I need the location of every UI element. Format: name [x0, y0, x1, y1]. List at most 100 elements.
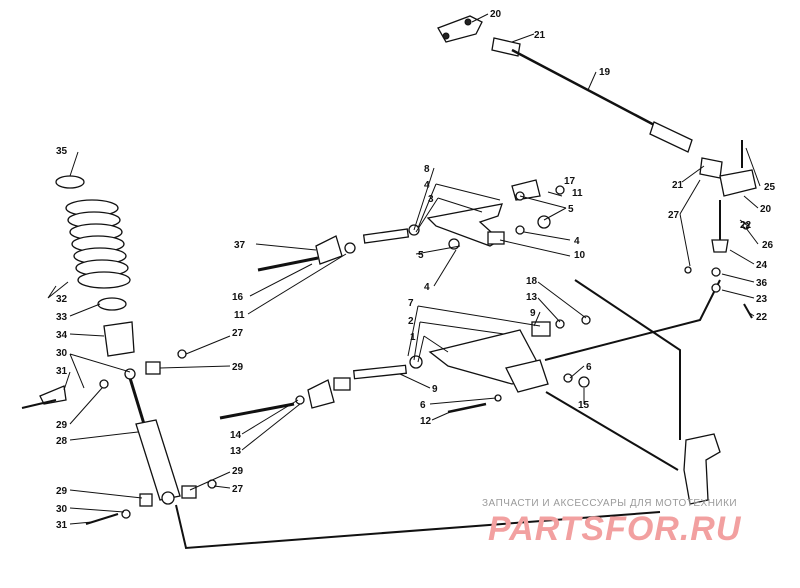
- nut-26: [742, 222, 750, 230]
- lower-pivot-shaft: [353, 364, 407, 380]
- rod-end-hole: [442, 32, 450, 40]
- nut-23: [711, 283, 721, 293]
- upper-mount-plate: [315, 235, 343, 265]
- tie-rod-sleeve: [649, 121, 693, 153]
- callout-11: 11: [234, 310, 245, 321]
- callout-9: 9: [530, 308, 536, 319]
- bolt-12: [447, 402, 487, 414]
- washer-13-right: [555, 319, 565, 329]
- nut-27-right: [684, 266, 692, 274]
- tie-rod: [511, 48, 661, 130]
- callout-30: 30: [56, 504, 68, 515]
- nut-17: [555, 185, 565, 195]
- callout-15: 15: [578, 400, 590, 411]
- callout-31: 31: [56, 366, 68, 377]
- callout-29: 29: [232, 362, 244, 373]
- guide-spindle-link: [544, 279, 721, 361]
- bushing-5: [537, 215, 551, 229]
- callout-4: 4: [424, 180, 430, 191]
- callout-12: 12: [420, 416, 432, 427]
- spring-retainer-35: [55, 175, 85, 189]
- routing-guides: [175, 279, 721, 550]
- bolt-14: [219, 402, 295, 420]
- nut-15: [578, 376, 590, 388]
- upper-ball-joint: [487, 231, 505, 245]
- link-end: [711, 239, 729, 253]
- shock-assembly: [21, 175, 217, 525]
- bushing-37: [344, 242, 356, 254]
- shock-rod: [128, 377, 146, 425]
- guide-shock-bottom: [175, 504, 661, 550]
- callout-35: 35: [56, 146, 68, 157]
- callout-27: 27: [668, 210, 680, 221]
- callout-28: 28: [56, 436, 68, 447]
- watermark: ЗАПЧАСТИ И АКСЕССУАРЫ ДЛЯ МОТОТЕХНИКИ PA…: [482, 498, 742, 548]
- callout-19: 19: [599, 67, 611, 78]
- watermark-brand: PARTSFOR.RU: [488, 510, 742, 548]
- callout-31: 31: [56, 520, 68, 531]
- callout-6: 6: [420, 400, 426, 411]
- callout-4: 4: [424, 282, 430, 293]
- callout-27: 27: [232, 328, 244, 339]
- callout-34: 34: [56, 330, 68, 341]
- callout-labels: 20 21 19 21 25 20 22 26 27 24 36 23 22 8…: [56, 9, 776, 531]
- callout-13: 13: [230, 446, 242, 457]
- callout-10: 10: [574, 250, 586, 261]
- shock-bottom-eye: [161, 491, 175, 505]
- callout-20: 20: [760, 204, 772, 215]
- callout-11: 11: [572, 188, 583, 199]
- callout-21: 21: [672, 180, 684, 191]
- shock-body-28: [135, 419, 181, 501]
- spindle-body: [683, 433, 721, 505]
- callout-29: 29: [56, 486, 68, 497]
- callout-32: 32: [56, 294, 68, 305]
- coil-spring-32: [65, 199, 131, 289]
- steering-linkage: [437, 15, 757, 319]
- spindle: [683, 433, 721, 505]
- callout-21: 21: [534, 30, 546, 41]
- callout-18: 18: [526, 276, 538, 287]
- rod-end-hole-2: [464, 18, 472, 26]
- callout-24: 24: [756, 260, 768, 271]
- adjuster-collar-34: [103, 321, 135, 357]
- washer-36: [711, 267, 721, 277]
- upper-a-arm: [426, 203, 503, 247]
- callout-36: 36: [756, 278, 768, 289]
- callout-5: 5: [418, 250, 424, 261]
- callout-37: 37: [234, 240, 246, 251]
- washer-4: [515, 225, 525, 235]
- bolt-22: [743, 303, 753, 319]
- callout-4: 4: [574, 236, 580, 247]
- callout-23: 23: [756, 294, 768, 305]
- bushing-29-bottom: [139, 493, 153, 507]
- callout-22: 22: [740, 220, 752, 231]
- leader-lines: [47, 13, 761, 525]
- callout-26: 26: [762, 240, 774, 251]
- callout-8: 8: [424, 164, 430, 175]
- bolt-16: [257, 256, 319, 272]
- callout-9: 9: [432, 384, 438, 395]
- nut-18: [581, 315, 591, 325]
- watermark-caption: ЗАПЧАСТИ И АКСЕССУАРЫ ДЛЯ МОТОТЕХНИКИ: [482, 498, 737, 509]
- callout-7: 7: [408, 298, 414, 309]
- guide-lower-arm: [545, 391, 679, 471]
- bushing-lower-left: [409, 355, 423, 369]
- bushing-29-top: [145, 361, 161, 375]
- callout-3: 3: [428, 194, 434, 205]
- rod-end-bottom: [719, 169, 757, 197]
- bolt-31-top: [21, 399, 57, 409]
- guide-upper-arm: [574, 279, 681, 440]
- callout-17: 17: [564, 176, 576, 187]
- callout-29: 29: [56, 420, 68, 431]
- callout-5: 5: [568, 204, 574, 215]
- callout-13: 13: [526, 292, 538, 303]
- callout-29: 29: [232, 466, 244, 477]
- upper-pivot-shaft: [362, 228, 410, 244]
- callout-14: 14: [230, 430, 242, 441]
- callout-20: 20: [490, 9, 502, 20]
- spring-seat-33: [97, 297, 127, 311]
- washer-29-left: [99, 379, 109, 389]
- callout-2: 2: [408, 316, 414, 327]
